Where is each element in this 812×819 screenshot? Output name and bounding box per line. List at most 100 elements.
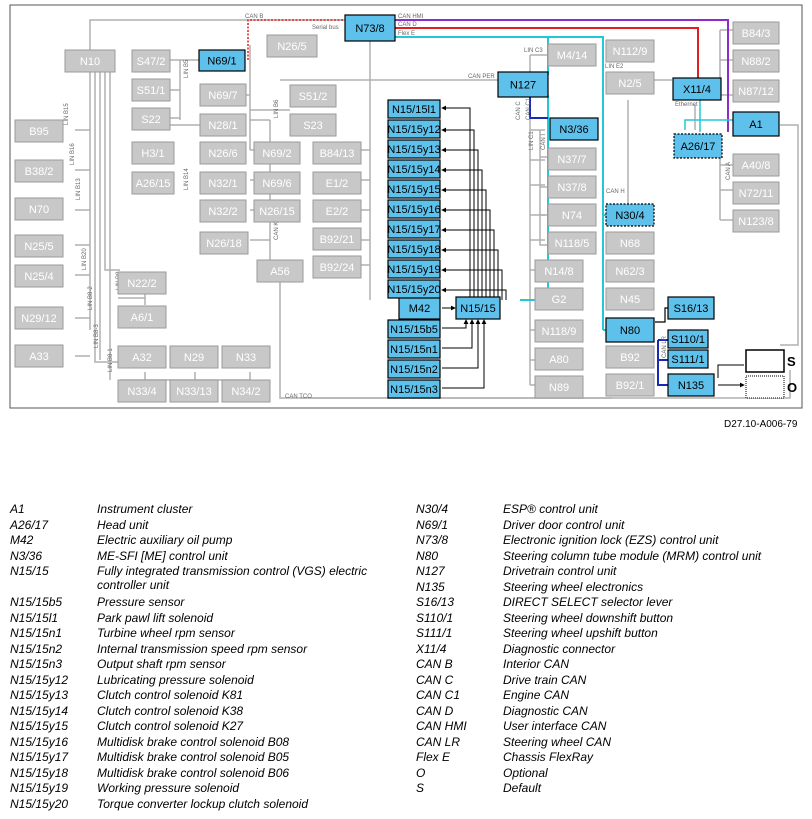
module-label: N29 xyxy=(184,352,204,364)
module-label: N118/5 xyxy=(555,238,590,250)
bus-labels: CAN B Serial bus CAN HMI CAN D Flex E CA… xyxy=(64,14,732,400)
module-a26-17: A26/17 xyxy=(673,133,723,159)
module-m4-14: M4/14 xyxy=(547,43,597,67)
module-n68: N68 xyxy=(605,231,655,255)
module-n33-4: N33/4 xyxy=(117,379,167,403)
module-label: N25/4 xyxy=(24,271,53,283)
legend-code: N80 xyxy=(416,548,439,563)
legend-description: DIRECT SELECT selector lever xyxy=(503,595,673,609)
module-label: N15/15y17 xyxy=(387,224,440,236)
switch-label-s: S xyxy=(787,354,796,369)
legend-code: N15/15y15 xyxy=(10,719,69,733)
module-label: A1 xyxy=(749,119,762,131)
module-h3-1: H3/1 xyxy=(131,141,175,165)
can-c-line xyxy=(529,95,548,119)
module-label: N15/15y16 xyxy=(387,204,440,216)
label-lin-b6: LIN B6 xyxy=(274,99,280,118)
module-a1: A1 xyxy=(732,111,780,137)
module-label: A40/8 xyxy=(742,160,771,172)
module-n25-5: N25/5 xyxy=(14,234,64,258)
module-label: S111/1 xyxy=(671,354,704,366)
module-n74: N74 xyxy=(547,203,597,227)
legend-code: S16/13 xyxy=(416,595,455,609)
module-label: N15/15n3 xyxy=(390,384,438,396)
module-n69-6: N69/6 xyxy=(253,171,301,195)
module-label: N15/15y20 xyxy=(387,284,440,296)
legend-description: Working pressure solenoid xyxy=(97,781,240,795)
module-label: N26/18 xyxy=(206,238,241,250)
module-label: N15/15y18 xyxy=(387,244,440,256)
module-label: S16/13 xyxy=(674,303,709,315)
legend-description: Clutch control solenoid K81 xyxy=(97,688,244,702)
module-n33: N33 xyxy=(221,345,271,369)
module-n15-15y20: N15/15y20 xyxy=(387,279,441,299)
label-serial-bus: Serial bus xyxy=(312,25,339,31)
module-label: B92/24 xyxy=(320,262,355,274)
module-b95: B95 xyxy=(14,119,64,143)
module-label: N112/9 xyxy=(613,46,648,58)
module-label: N123/8 xyxy=(738,216,773,228)
legend-description: Engine CAN xyxy=(503,688,570,702)
module-label: M42 xyxy=(409,303,430,315)
module-n25-4: N25/4 xyxy=(14,264,64,288)
legend-code: S110/1 xyxy=(416,610,454,625)
module-label: E2/2 xyxy=(326,206,349,218)
module-label: A33 xyxy=(29,351,49,363)
module-label: B38/2 xyxy=(25,166,54,178)
legend-code: O xyxy=(416,765,426,780)
module-label: N15/15 xyxy=(460,303,495,315)
module-a33: A33 xyxy=(14,344,64,368)
legend-description: Driver door control unit xyxy=(503,517,625,532)
module-n15-15n2: N15/15n2 xyxy=(387,359,441,379)
module-label: N22/2 xyxy=(127,278,156,290)
legend-code: CAN LR xyxy=(416,734,461,749)
module-n15-15y16: N15/15y16 xyxy=(387,199,441,219)
label-can-h: CAN H xyxy=(606,189,625,195)
can-d-line xyxy=(395,27,699,80)
module-n15-15y18: N15/15y18 xyxy=(387,239,441,259)
legend-description: Drive train CAN xyxy=(503,672,587,687)
module-n3-36: N3/36 xyxy=(549,117,599,141)
module-label: N118/9 xyxy=(542,326,577,338)
module-label: N10 xyxy=(80,56,100,68)
legend-code: N15/15b5 xyxy=(10,595,63,609)
module-n26-18: N26/18 xyxy=(199,231,249,255)
label-flex-e: Flex E xyxy=(398,31,415,37)
legend-code: N15/15n2 xyxy=(10,641,63,656)
module-label: A56 xyxy=(270,266,290,278)
label-lin-b13: LIN B13 xyxy=(76,178,82,200)
label-can-a: CAN A xyxy=(726,162,732,180)
module-n29-12: N29/12 xyxy=(14,306,64,330)
module-label: N33 xyxy=(236,352,256,364)
module-label: N2/5 xyxy=(618,78,641,90)
module-n14-8: N14/8 xyxy=(534,259,584,283)
module-s110-1: S110/1 xyxy=(667,329,709,349)
legend-description: Steering wheel CAN xyxy=(503,734,612,749)
legend-description: Diagnostic CAN xyxy=(503,703,588,718)
module-label: H3/1 xyxy=(141,148,164,160)
can-lr-line xyxy=(657,339,672,386)
module-n26-5: N26/5 xyxy=(266,34,318,58)
module-s51-1: S51/1 xyxy=(131,78,171,102)
legend-description: Output shaft rpm sensor xyxy=(97,657,226,671)
module-label: N69/1 xyxy=(207,56,236,68)
module-s47-2: S47/2 xyxy=(131,49,171,73)
module-n15-15n1: N15/15n1 xyxy=(387,339,441,359)
module-n15-15: N15/15 xyxy=(455,296,501,320)
module-label: N3/36 xyxy=(559,124,588,136)
legend-description: ME-SFI [ME] control unit xyxy=(97,548,228,563)
module-b92: B92 xyxy=(605,345,655,369)
module-label: N25/5 xyxy=(24,241,53,253)
module-label: N15/15y15 xyxy=(387,184,440,196)
module-n15-15y17: N15/15y17 xyxy=(387,219,441,239)
module-label: N89 xyxy=(549,382,569,394)
module-n135: N135 xyxy=(667,373,715,397)
label-lin-b15: LIN B15 xyxy=(64,103,70,125)
module-s51-2: S51/2 xyxy=(289,84,337,108)
legend-description: Lubricating pressure solenoid xyxy=(97,672,254,687)
legend-code: N135 xyxy=(416,579,445,594)
module-label: N127 xyxy=(510,80,536,92)
module-n89: N89 xyxy=(534,375,584,399)
module-label: B92/1 xyxy=(616,380,645,392)
legend-description: ESP® control unit xyxy=(503,502,598,516)
